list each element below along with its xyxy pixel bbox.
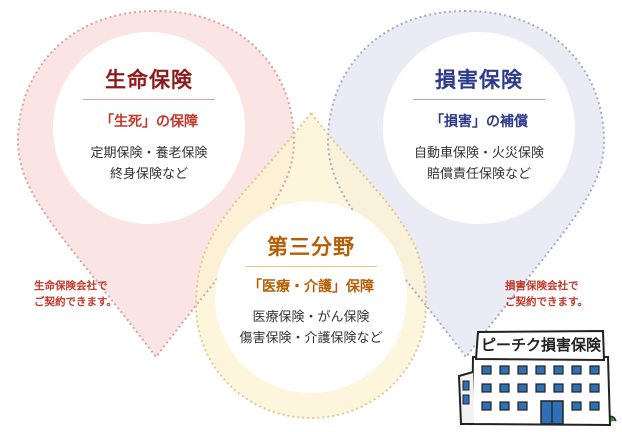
life-divider xyxy=(83,99,215,100)
building-window xyxy=(571,383,582,393)
building-window xyxy=(553,383,564,393)
nonlife-note: 損害保険会社で ご契約できます。 xyxy=(505,278,588,310)
building-window xyxy=(571,365,582,375)
building-window xyxy=(517,383,528,393)
building-window xyxy=(589,383,600,393)
life-item-2: 終身保険など xyxy=(109,167,188,182)
building-window xyxy=(481,401,492,411)
life-circle xyxy=(53,32,245,224)
building-window xyxy=(481,383,492,393)
third-title: 第三分野 xyxy=(267,235,355,259)
nonlife-item-1: 自動車保険・火災保険 xyxy=(413,146,544,161)
building-window xyxy=(481,365,492,375)
building-window xyxy=(589,365,600,375)
third-circle xyxy=(215,201,407,393)
building-window xyxy=(499,383,510,393)
building-window xyxy=(535,383,546,393)
building-window xyxy=(517,365,528,375)
building-window xyxy=(499,365,510,375)
life-note-line-2: ご契約できます。 xyxy=(34,296,117,308)
building-window xyxy=(517,401,528,411)
nonlife-title: 損害保険 xyxy=(435,68,523,92)
building-window xyxy=(499,401,510,411)
third-subtitle: 「医療・介護」保障 xyxy=(248,279,374,295)
building-sign-text: ピーチク損害保険 xyxy=(480,336,601,354)
third-item-1: 医療保険・がん保険 xyxy=(252,310,370,325)
building-window xyxy=(553,365,564,375)
life-note: 生命保険会社で ご契約できます。 xyxy=(34,278,117,310)
life-item-1: 定期保険・養老保険 xyxy=(90,146,208,161)
building-window xyxy=(535,365,546,375)
third-divider xyxy=(245,266,377,267)
nonlife-item-2: 賠償責任保険など xyxy=(426,167,531,182)
third-item-2: 傷害保険・介護保険など xyxy=(239,331,383,346)
office-building-icon xyxy=(457,329,617,427)
life-title: 生命保険 xyxy=(105,68,193,92)
life-subtitle: 「生死」の保障 xyxy=(100,114,198,130)
nonlife-note-line-2: ご契約できます。 xyxy=(505,296,588,308)
nonlife-note-line-1: 損害保険会社で xyxy=(505,280,579,292)
building-window xyxy=(571,401,582,411)
nonlife-subtitle: 「損害」の補償 xyxy=(430,114,528,130)
nonlife-circle xyxy=(383,32,575,224)
nonlife-divider xyxy=(413,99,545,100)
building-window xyxy=(589,401,600,411)
life-note-line-1: 生命保険会社で xyxy=(34,280,108,292)
